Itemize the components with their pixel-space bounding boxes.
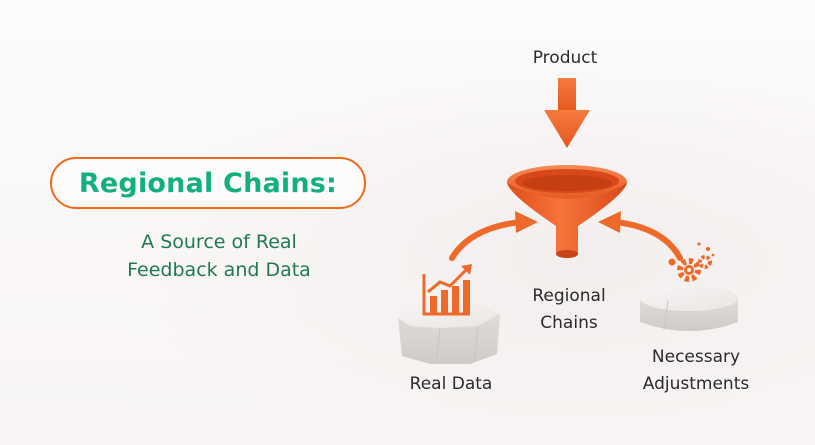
left-curved-arrow-icon xyxy=(449,211,538,261)
product-label: Product xyxy=(532,48,598,68)
real-data-pedestal xyxy=(398,300,500,365)
adjustments-pedestal xyxy=(640,285,738,331)
real-data-label: Real Data xyxy=(409,374,493,394)
down-arrow-icon xyxy=(544,78,590,148)
gears-icon xyxy=(668,242,715,282)
headline-subtitle: A Source of Real Feedback and Data xyxy=(60,228,378,284)
necessary-adjustments-label: Necessary Adjustments xyxy=(618,344,774,398)
adjustments-line-1: Necessary xyxy=(651,347,741,367)
subtitle-line-2: Feedback and Data xyxy=(127,259,311,281)
regional-chains-line-2: Chains xyxy=(540,313,598,333)
regional-chains-line-1: Regional xyxy=(532,286,606,306)
adjustments-line-2: Adjustments xyxy=(642,374,750,394)
bar-chart-growth-icon xyxy=(422,264,472,316)
right-curved-arrow-icon xyxy=(598,211,683,261)
regional-chains-label: Regional Chains xyxy=(514,283,624,337)
funnel-icon xyxy=(507,165,627,258)
subtitle-line-1: A Source of Real xyxy=(141,231,297,253)
headline-badge: Regional Chains: xyxy=(50,157,366,209)
headline-title: Regional Chains: xyxy=(78,167,338,199)
